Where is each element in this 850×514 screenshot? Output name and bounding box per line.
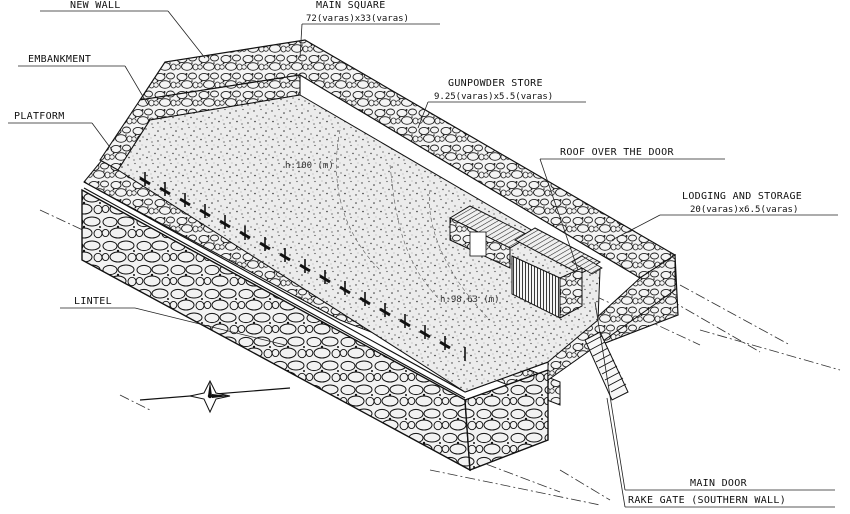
front-wall [81, 181, 549, 472]
elevation-upper: h:100 (m) [285, 161, 334, 171]
label-lodging-storage-dims: 20(varas)x6.5(varas) [690, 205, 798, 215]
platform-posts [139, 172, 466, 361]
label-platform-group: PLATFORM [8, 111, 113, 151]
main-square-surface [117, 94, 601, 393]
label-main-door: MAIN DOOR [690, 478, 748, 489]
label-main-door-group: MAIN DOOR RAKE GATE (SOUTHERN WALL) [594, 301, 835, 508]
gunpowder-store [448, 205, 532, 269]
label-gunpowder-store-group: GUNPOWDER STORE 9.25(varas)x5.5(varas) [417, 78, 586, 129]
label-platform: PLATFORM [14, 111, 65, 122]
rake-gate-stairs [584, 331, 629, 401]
label-lintel-group: LINTEL [60, 296, 286, 346]
label-lintel: LINTEL [74, 296, 112, 307]
compass-rose-icon [139, 379, 291, 414]
label-lodging-storage: LODGING AND STORAGE [682, 191, 802, 202]
label-gunpowder-store-dims: 9.25(varas)x5.5(varas) [434, 92, 553, 102]
label-main-square-dims: 72(varas)x33(varas) [306, 14, 409, 24]
label-roof-over-door: ROOF OVER THE DOOR [560, 147, 674, 158]
label-roof-over-door-group: ROOF OVER THE DOOR [539, 147, 725, 271]
lodging-storage [511, 227, 603, 319]
label-embankment-group: EMBANKMENT [18, 54, 149, 106]
label-rake-gate: RAKE GATE (SOUTHERN WALL) [628, 495, 786, 506]
label-new-wall-group: NEW WALL [40, 0, 206, 59]
label-main-square-group: MAIN SQUARE 72(varas)x33(varas) [299, 0, 440, 59]
label-new-wall: NEW WALL [70, 0, 121, 11]
label-embankment: EMBANKMENT [28, 54, 91, 65]
label-lodging-storage-group: LODGING AND STORAGE 20(varas)x6.5(varas) [611, 191, 838, 241]
elevation-lower: h:98.63 (m) [440, 295, 500, 305]
label-gunpowder-store: GUNPOWDER STORE [448, 78, 543, 89]
label-main-square: MAIN SQUARE [316, 0, 386, 11]
